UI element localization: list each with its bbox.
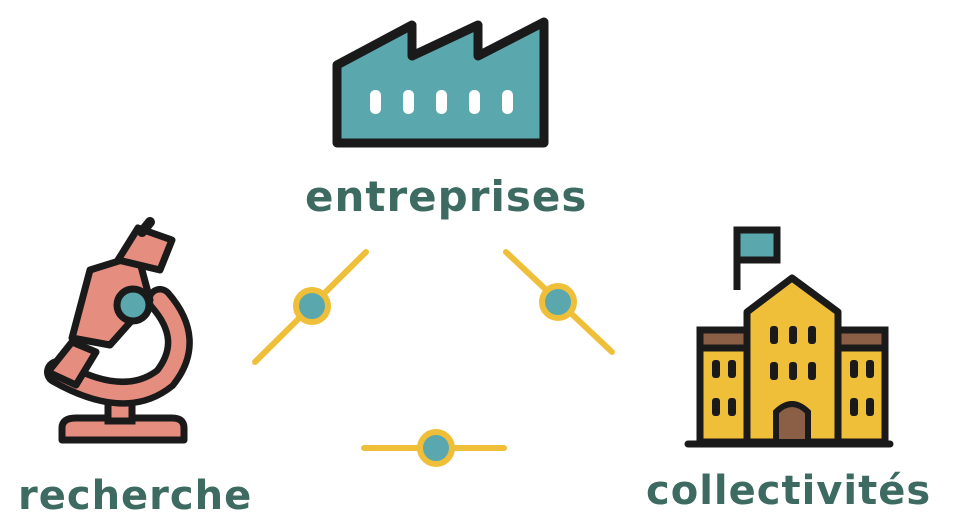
- connector-node: [293, 287, 331, 325]
- microscope-icon: [44, 217, 193, 444]
- connector-node: [417, 429, 455, 467]
- connector-entreprises-collectivites: [503, 249, 615, 355]
- connector-node: [539, 283, 577, 321]
- connector-entreprises-recherche: [252, 249, 369, 365]
- factory-icon: [332, 17, 549, 148]
- entreprises-label: entreprises: [305, 172, 588, 221]
- town-hall-icon: [684, 226, 894, 448]
- recherche-label: recherche: [18, 473, 253, 519]
- collectivites-label: collectivités: [646, 468, 932, 514]
- connector-recherche-collectivites: [361, 429, 507, 467]
